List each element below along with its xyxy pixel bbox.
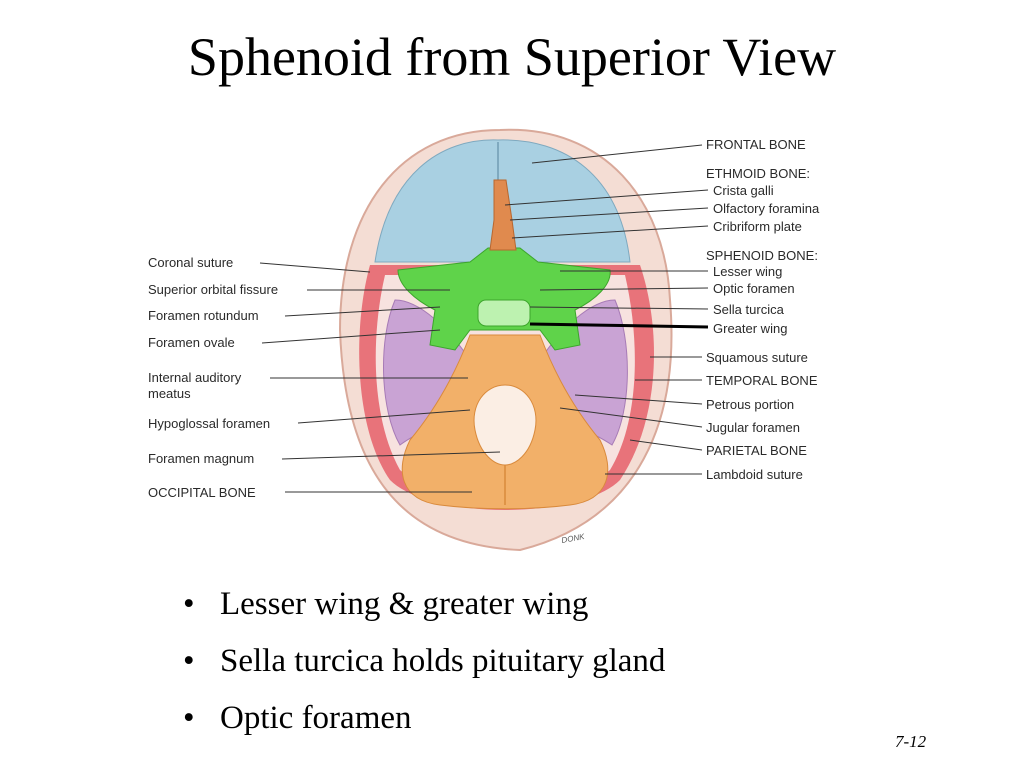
- label-foramen-rotundum: Foramen rotundum: [148, 308, 259, 323]
- label-sphenoid-bone: SPHENOID BONE:: [706, 248, 818, 263]
- label-occipital-bone: OCCIPITAL BONE: [148, 485, 256, 500]
- label-hypoglossal-foramen: Hypoglossal foramen: [148, 416, 270, 431]
- label-sella-turcica: Sella turcica: [713, 302, 785, 317]
- bullet-text: Sella turcica holds pituitary gland: [220, 643, 666, 679]
- slide-number: 7-12: [895, 732, 927, 751]
- right-leader-lines: [504, 144, 709, 475]
- bullet-item: • Lesser wing & greater wing: [183, 584, 665, 641]
- label-internal-auditory: Internal auditory: [148, 370, 242, 385]
- bullet-dot: •: [183, 700, 195, 736]
- slide-title: Sphenoid from Superior View: [187, 27, 837, 87]
- label-greater-wing: Greater wing: [713, 321, 787, 336]
- label-squamous-suture: Squamous suture: [706, 350, 808, 365]
- label-frontal-bone: FRONTAL BONE: [706, 137, 806, 152]
- left-leader-lines: [259, 262, 501, 493]
- label-crista-galli: Crista galli: [713, 183, 774, 198]
- bullet-text: Optic foramen: [220, 700, 412, 736]
- label-superior-orbital-fissure: Superior orbital fissure: [148, 282, 278, 297]
- label-foramen-ovale: Foramen ovale: [148, 335, 235, 350]
- label-optic-foramen: Optic foramen: [713, 281, 795, 296]
- label-temporal-bone: TEMPORAL BONE: [706, 373, 818, 388]
- bullet-item: • Optic foramen: [183, 698, 665, 755]
- bullet-text: Lesser wing & greater wing: [220, 586, 589, 622]
- label-ethmoid-bone: ETHMOID BONE:: [706, 166, 810, 181]
- label-meatus: meatus: [148, 386, 191, 401]
- bullet-list: • Lesser wing & greater wing • Sella turci…: [183, 584, 665, 755]
- label-jugular-foramen: Jugular foramen: [706, 420, 800, 435]
- label-parietal-bone: PARIETAL BONE: [706, 443, 807, 458]
- bullet-item: • Sella turcica holds pituitary gland: [183, 641, 665, 698]
- ethmoid-bone: [489, 179, 517, 251]
- bullet-dot: •: [183, 643, 195, 679]
- bullet-dot: •: [183, 586, 195, 622]
- label-olfactory-foramina: Olfactory foramina: [713, 201, 820, 216]
- label-lambdoid-suture: Lambdoid suture: [706, 467, 803, 482]
- artist-signature: DONK: [561, 532, 586, 545]
- label-petrous-portion: Petrous portion: [706, 397, 794, 412]
- label-foramen-magnum: Foramen magnum: [148, 451, 254, 466]
- label-cribriform-plate: Cribriform plate: [713, 219, 802, 234]
- label-lesser-wing: Lesser wing: [713, 264, 782, 279]
- sella-turcica: [477, 299, 531, 327]
- label-coronal-suture: Coronal suture: [148, 255, 233, 270]
